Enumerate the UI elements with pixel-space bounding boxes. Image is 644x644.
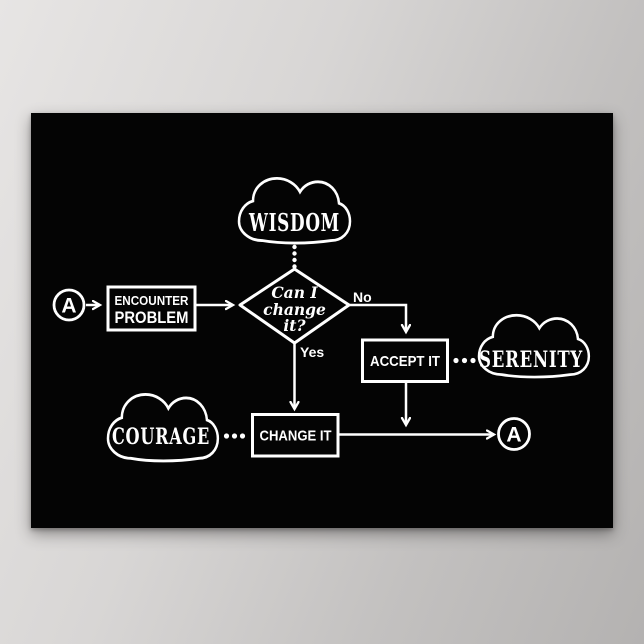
accept-it-label: ACCEPT IT <box>370 353 440 370</box>
end-node-label: A <box>506 424 521 447</box>
wisdom-cloud-label: WISDOM <box>248 208 340 237</box>
courage-dotted-link <box>223 433 246 439</box>
connector-no-to-accept <box>349 303 406 332</box>
decision-diamond: Can I change it? <box>238 267 351 345</box>
yes-branch-label: Yes <box>300 344 324 360</box>
encounter-problem-box: ENCOUNTER PROBLEM <box>106 285 197 332</box>
courage-cloud-label: COURAGE <box>112 424 210 450</box>
encounter-problem-line1: ENCOUNTER <box>115 294 189 308</box>
no-branch-label: No <box>353 289 372 305</box>
wisdom-dotted-link <box>292 244 297 269</box>
decision-line1: Can I <box>271 283 318 302</box>
start-node: A <box>52 288 86 322</box>
serenity-cloud: SERENITY <box>477 313 591 379</box>
change-it-box: CHANGE IT <box>251 413 340 458</box>
encounter-problem-line2: PROBLEM <box>115 308 189 327</box>
start-node-label: A <box>61 295 76 318</box>
courage-cloud: COURAGE <box>106 393 220 463</box>
flowchart-svg: WISDOM SERENITY COURAGE <box>52 176 591 463</box>
decision-line3: it? <box>283 316 306 335</box>
serenity-cloud-label: SERENITY <box>479 347 583 373</box>
decision-line2: change <box>263 300 326 319</box>
end-node: A <box>497 417 531 451</box>
poster: WISDOM SERENITY COURAGE <box>31 113 613 528</box>
serenity-dotted-link <box>453 357 476 364</box>
accept-it-box: ACCEPT IT <box>361 338 449 383</box>
wisdom-cloud: WISDOM <box>237 176 352 245</box>
change-it-label: CHANGE IT <box>260 428 332 445</box>
